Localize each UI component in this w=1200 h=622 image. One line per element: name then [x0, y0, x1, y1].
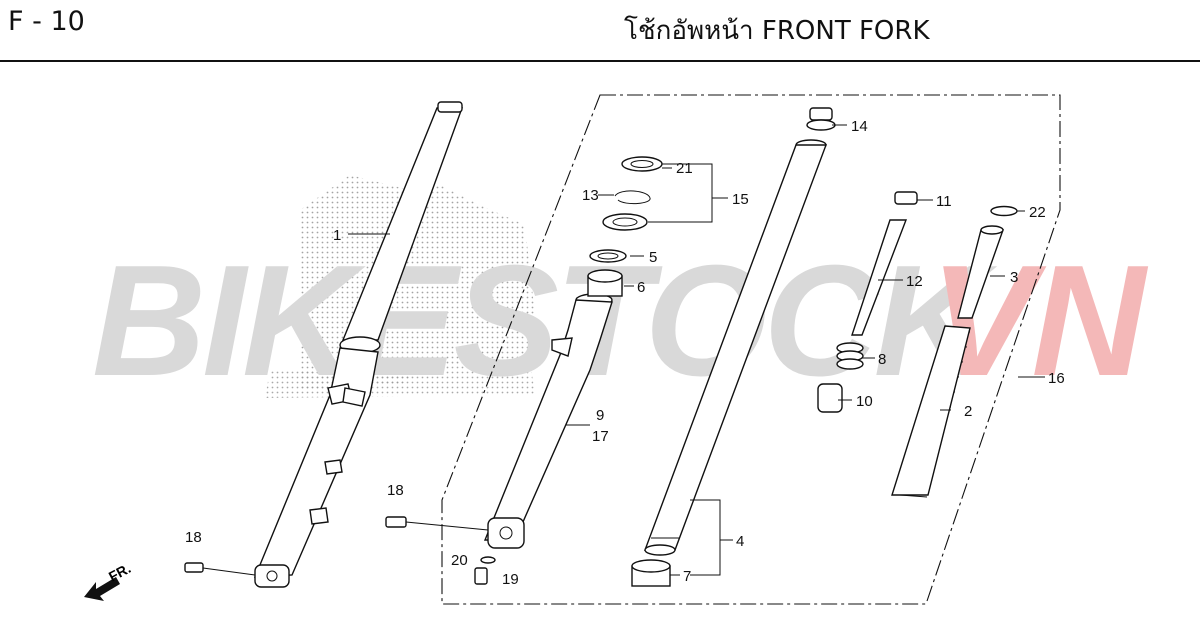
callout-19: 19	[502, 571, 519, 588]
callout-21: 21	[676, 160, 693, 177]
part-1-fork-assembly	[253, 101, 463, 588]
callout-labels: 1 2 3 4 5 6 7 8 9 17 10 11 12 13 14 15 1…	[185, 118, 1065, 588]
part-18-socket-bolt-left	[184, 562, 204, 573]
watermark-main-text: BIKESTOCK	[92, 233, 998, 409]
part-18-socket-bolt-right	[385, 516, 407, 528]
callout-1: 1	[333, 227, 341, 244]
callout-10: 10	[856, 393, 873, 410]
part-19-drain-bolt	[474, 567, 488, 585]
part-5-back-up-ring	[589, 249, 627, 263]
callout-18-left: 18	[185, 529, 202, 546]
callout-13: 13	[582, 187, 599, 204]
callout-2: 2	[964, 403, 972, 420]
callout-17: 17	[592, 428, 609, 445]
diagram-title: โช้กอัพหน้า FRONT FORK	[624, 16, 930, 46]
callout-12: 12	[906, 273, 923, 290]
part-11-piston-ring	[894, 191, 918, 205]
header-rule	[0, 60, 1200, 62]
callout-20: 20	[451, 552, 468, 569]
callout-9: 9	[596, 407, 604, 424]
part-14-cap-bolt	[806, 107, 836, 131]
callout-6: 6	[637, 279, 645, 296]
front-arrow-icon	[84, 577, 120, 601]
callout-4: 4	[736, 533, 744, 550]
callout-16: 16	[1048, 370, 1065, 387]
callout-22: 22	[1029, 204, 1046, 221]
callout-11: 11	[936, 193, 952, 210]
part-12-damper-rod	[851, 219, 908, 336]
part-4-fork-pipe	[643, 139, 828, 556]
callout-8: 8	[878, 351, 886, 368]
watermark-accent-text: VN	[930, 233, 1148, 409]
part-2-fork-spring	[891, 325, 971, 498]
part-20-washer	[480, 556, 496, 564]
front-direction-indicator: FR.	[84, 560, 133, 601]
part-13-snap-ring	[614, 190, 651, 205]
leader-lines	[202, 124, 1045, 576]
part-10-oil-lock-piece	[817, 383, 843, 413]
text-watermark: BIKESTOCK VN	[92, 233, 1152, 409]
callout-15: 15	[732, 191, 749, 208]
callout-18-right: 18	[387, 482, 404, 499]
callout-7: 7	[683, 568, 691, 585]
part-22-o-ring	[990, 205, 1018, 217]
part-7-slide-bush	[631, 559, 671, 587]
assembly-boundary	[441, 94, 1061, 605]
callout-5: 5	[649, 249, 657, 266]
part-9-fork-slider	[483, 293, 613, 549]
part-6-guide-bush	[587, 269, 623, 297]
callout-14: 14	[851, 118, 868, 135]
part-8-rebound-spring	[836, 342, 864, 370]
callout-3: 3	[1010, 269, 1018, 286]
part-3-spring-collar	[957, 225, 1004, 319]
diagram-code: F - 10	[8, 6, 85, 37]
part-15-seal-set	[602, 213, 648, 231]
part-21-dust-seal	[621, 156, 663, 172]
